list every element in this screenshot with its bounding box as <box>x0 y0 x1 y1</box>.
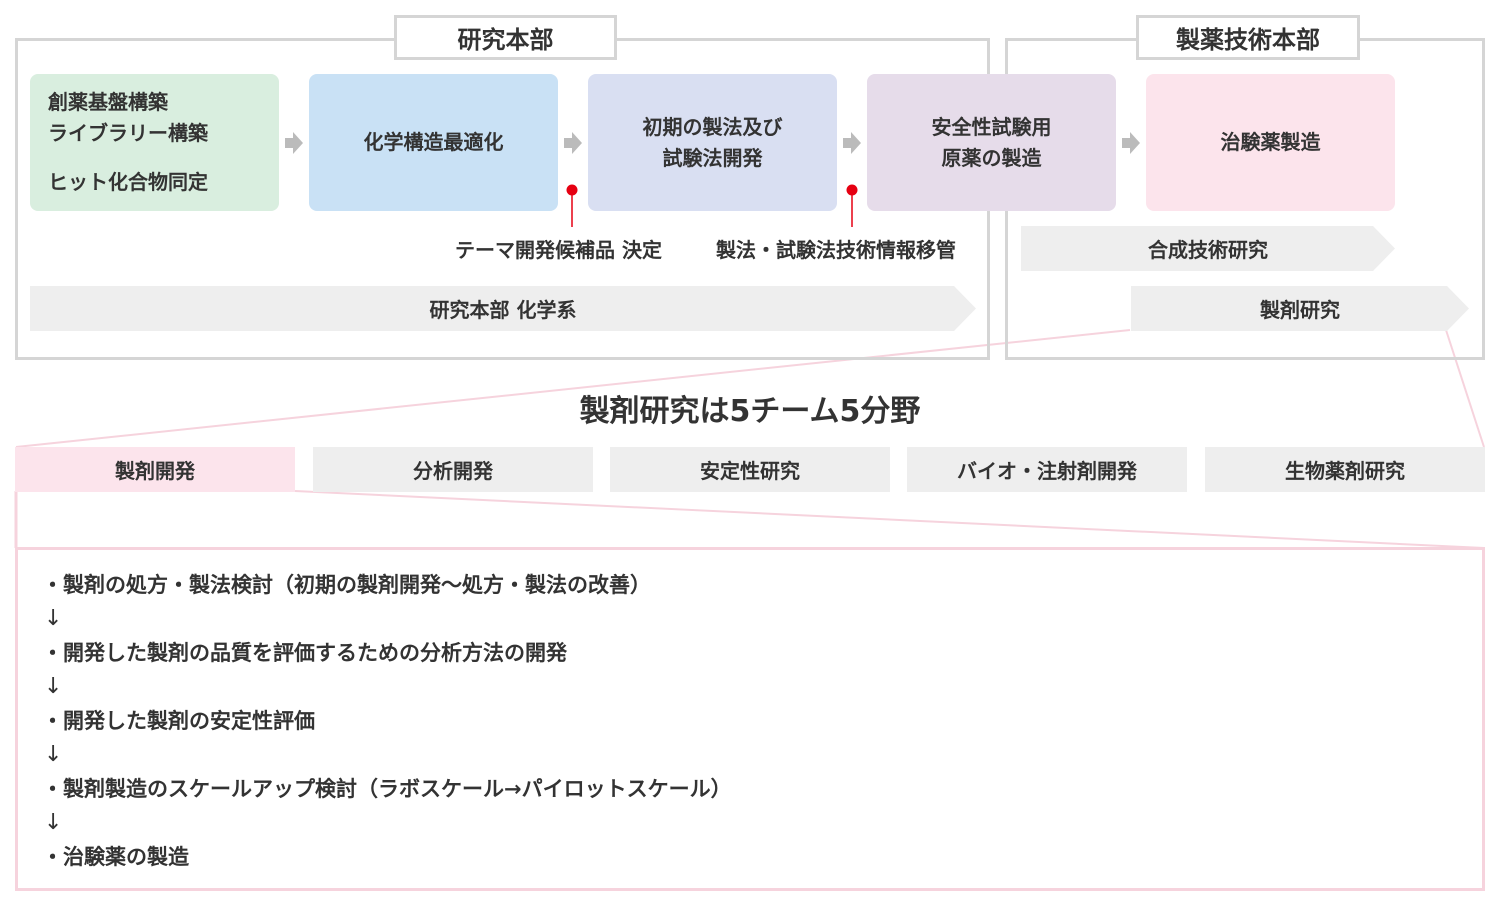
milestone-marker-icon <box>566 184 578 227</box>
stage-line: 治験薬製造 <box>1220 130 1321 154</box>
down-arrow-icon: ↓ <box>44 810 63 835</box>
detail-item: ・開発した製剤の品質を評価するための分析方法の開発 <box>42 641 567 665</box>
down-arrow-icon: ↓ <box>44 674 63 699</box>
detail-item: ・製剤の処方・製法検討（初期の製剤開発～処方・製法の改善） <box>42 573 651 597</box>
tab-analytical-development[interactable]: 分析開発 <box>313 447 593 492</box>
band-formulation-research: 製剤研究 <box>1131 286 1469 331</box>
milestone-marker-icon <box>846 184 858 227</box>
stage-initial-process: 初期の製法及び 試験法開発 <box>588 74 837 211</box>
tab-label: バイオ・注射剤開発 <box>957 459 1137 483</box>
connector-line-tab <box>294 490 1485 549</box>
research-section-title: 研究本部 <box>394 15 617 60</box>
tab-formulation-development[interactable]: 製剤開発 <box>15 447 295 492</box>
stage-line: ライブラリー構築 <box>48 121 208 145</box>
band-research-chemistry: 研究本部 化学系 <box>30 286 976 331</box>
stage-line: 化学構造最適化 <box>363 130 504 154</box>
connector-line-left-top <box>15 329 1131 448</box>
stage-drug-discovery: 創薬基盤構築 ライブラリー構築 ヒット化合物同定 <box>30 74 279 211</box>
detail-panel: ・製剤の処方・製法検討（初期の製剤開発～処方・製法の改善） ↓ ・開発した製剤の… <box>15 547 1485 891</box>
band-synthesis-research: 合成技術研究 <box>1021 226 1395 271</box>
flow-arrow-icon <box>564 132 582 154</box>
stage-line: 原薬の製造 <box>941 145 1042 170</box>
tab-label: 安定性研究 <box>700 459 800 483</box>
connector-line-right-top <box>1445 329 1485 448</box>
down-arrow-icon: ↓ <box>44 606 63 631</box>
milestone-label-candidate: テーマ開発候補品 決定 <box>455 238 662 262</box>
stage-line: 安全性試験用 <box>931 114 1052 139</box>
band-label: 製剤研究 <box>1260 298 1340 322</box>
tab-biopharmaceutics-research[interactable]: 生物薬剤研究 <box>1205 447 1485 492</box>
flow-arrow-icon <box>843 132 861 154</box>
down-arrow-icon: ↓ <box>44 742 63 767</box>
tab-label: 生物薬剤研究 <box>1285 459 1405 483</box>
stage-line: 初期の製法及び <box>642 114 783 139</box>
headline: 製剤研究は5チーム5分野 <box>579 394 921 429</box>
stage-clinical-manufacturing: 治験薬製造 <box>1146 74 1395 211</box>
flow-arrow-icon <box>285 132 303 154</box>
tab-bio-injection-development[interactable]: バイオ・注射剤開発 <box>907 447 1187 492</box>
pharma-tech-section-title: 製薬技術本部 <box>1136 15 1360 60</box>
detail-item: ・治験薬の製造 <box>42 845 189 869</box>
band-label: 合成技術研究 <box>1148 238 1268 262</box>
band-label: 研究本部 化学系 <box>429 298 577 322</box>
detail-item: ・開発した製剤の安定性評価 <box>42 709 315 733</box>
stage-safety-api: 安全性試験用 原薬の製造 <box>867 74 1116 211</box>
flow-arrow-icon <box>1122 132 1140 154</box>
stage-line: 試験法開発 <box>662 145 763 170</box>
stage-line: ヒット化合物同定 <box>48 170 208 194</box>
tab-label: 分析開発 <box>413 459 493 483</box>
detail-item: ・製剤製造のスケールアップ検討（ラボスケール→パイロットスケール） <box>42 777 732 801</box>
stage-line: 創薬基盤構築 <box>48 90 168 114</box>
tab-label: 製剤開発 <box>115 459 195 483</box>
tab-stability-research[interactable]: 安定性研究 <box>610 447 890 492</box>
milestone-label-transfer: 製法・試験法技術情報移管 <box>716 238 956 262</box>
stage-structure-optimization: 化学構造最適化 <box>309 74 558 211</box>
